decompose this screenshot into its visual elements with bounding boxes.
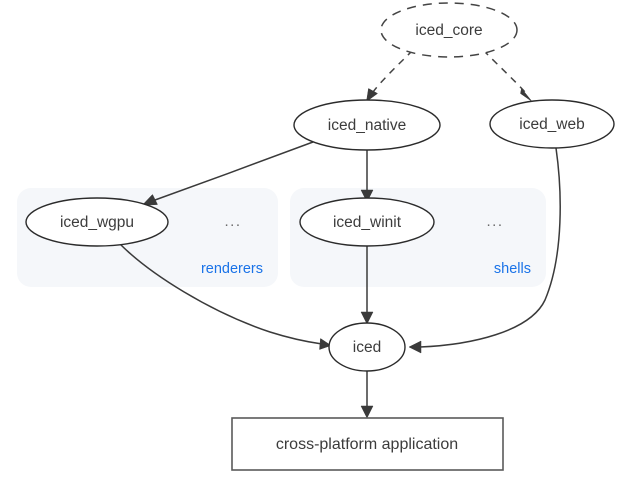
edge-iced-to-application bbox=[360, 371, 374, 419]
node-application[interactable]: cross-platform application bbox=[231, 417, 504, 471]
node-iced-web-label: iced_web bbox=[519, 116, 585, 133]
node-iced-native[interactable]: iced_native bbox=[293, 99, 441, 151]
node-iced-shape bbox=[328, 322, 406, 372]
node-iced-winit-label: iced_winit bbox=[333, 214, 402, 231]
node-iced-web-shape bbox=[489, 99, 615, 149]
node-iced[interactable]: iced bbox=[328, 322, 406, 372]
node-iced-core[interactable]: iced_core bbox=[380, 2, 518, 58]
node-iced-core-shape bbox=[380, 2, 518, 58]
node-iced-native-shape bbox=[293, 99, 441, 151]
node-application-label: cross-platform application bbox=[276, 436, 458, 453]
edge-iced-core-to-iced-web bbox=[482, 49, 533, 102]
cluster-shells-label: shells bbox=[494, 261, 531, 277]
node-iced-native-label: iced_native bbox=[328, 117, 406, 134]
cluster-renderers-ellipsis: ... bbox=[224, 213, 241, 230]
node-iced-wgpu[interactable]: iced_wgpu bbox=[25, 197, 169, 247]
cluster-shells-ellipsis: ... bbox=[486, 213, 503, 230]
node-iced-wgpu-shape bbox=[25, 197, 169, 247]
node-iced-core-label: iced_core bbox=[415, 22, 482, 39]
node-iced-wgpu-label: iced_wgpu bbox=[60, 214, 134, 231]
edge-iced-wgpu-to-iced bbox=[119, 243, 332, 350]
edge-iced-winit-to-iced bbox=[360, 246, 374, 325]
node-iced-web[interactable]: iced_web bbox=[489, 99, 615, 149]
node-iced-label: iced bbox=[353, 339, 381, 356]
edge-iced-web-to-iced bbox=[408, 147, 561, 354]
node-iced-winit[interactable]: iced_winit bbox=[299, 197, 435, 247]
edge-iced-native-to-iced-winit bbox=[360, 150, 374, 203]
edge-iced-core-to-iced-native bbox=[366, 49, 414, 103]
cluster-renderers-label: renderers bbox=[201, 261, 263, 277]
edge-iced-native-to-iced-wgpu bbox=[141, 141, 314, 206]
node-iced-winit-shape bbox=[299, 197, 435, 247]
node-application-shape bbox=[231, 417, 504, 471]
